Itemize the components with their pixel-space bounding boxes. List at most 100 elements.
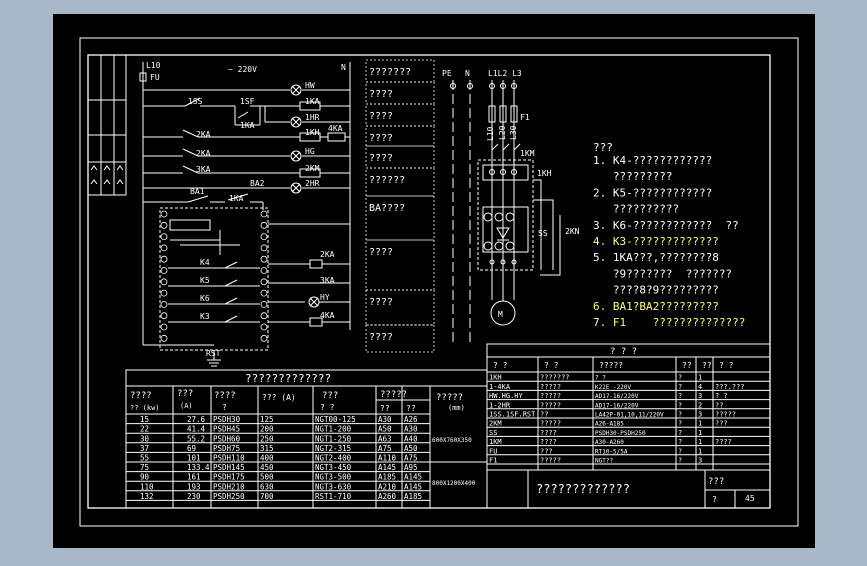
technical-notes: ???1. K4-???????????? ?????????2. K5-???… <box>593 141 745 329</box>
terminal-right-9 <box>260 312 268 320</box>
bill-of-materials-table: ? ? ?? ?? ??????????? ?1KH???????? ??11-… <box>486 343 771 471</box>
ss-terminal-top-2 <box>505 212 515 222</box>
bom-cell-1-4: 4 <box>698 383 702 391</box>
terminal-left-9 <box>160 312 168 320</box>
bom-cell-7-2: A30-A260 <box>595 439 624 446</box>
bom-cell-8-2: RT10-5/5A <box>595 448 628 455</box>
bom-cell-7-4: 1 <box>698 438 702 446</box>
terminal-right-6 <box>260 278 268 286</box>
spec-cell-5-0: 75 <box>140 463 149 472</box>
spec-border <box>125 369 488 509</box>
module-contact-0 <box>224 261 238 269</box>
spec-cell-8-3: 700 <box>260 492 274 501</box>
spec-cell-8-4: RST1-710 <box>315 492 352 501</box>
label-l10: L10 <box>486 126 495 141</box>
description-column: ?????????????????????????????BA?????????… <box>365 59 435 353</box>
terminal-right-2 <box>260 233 268 241</box>
spec-cell-3-4: NGT2-315 <box>315 444 351 453</box>
spec-h-current: ??? <box>177 389 193 399</box>
drawing-name: ????????????? <box>536 482 630 496</box>
bom-cell-9-2: NGT?? <box>595 458 613 465</box>
terminal-right-5 <box>260 267 268 274</box>
bom-cell-5-4: 1 <box>698 420 702 428</box>
note-line-3: ?????????? <box>593 203 679 216</box>
bom-cell-9-3: ? <box>678 457 682 465</box>
bom-cell-6-0: SS <box>489 429 497 437</box>
spec-cell-2-6: A40 <box>404 434 418 443</box>
bom-cell-3-3: ? <box>678 401 682 409</box>
bom-cell-0-2: ? ? <box>595 375 606 382</box>
bom-cell-8-1: ??? <box>540 447 553 455</box>
terminal-right-7 <box>260 289 268 297</box>
spec-cell-2-0: 30 <box>140 434 150 443</box>
module-coil-label-2: HY <box>320 293 330 302</box>
spec-cell-6-4: NGT3-500 <box>315 473 352 482</box>
spec-cell-2-5: A63 <box>378 434 392 443</box>
spec-cell-6-6: A145 <box>404 473 422 482</box>
notes-title: ??? <box>593 141 613 154</box>
ss-terminal-bottom-1 <box>494 241 504 251</box>
terminal-right-11 <box>260 334 268 342</box>
terminal-left-1 <box>160 221 168 229</box>
note-line-6: 5. 1KA???,????????8 <box>593 251 719 264</box>
label-n: N <box>341 63 346 72</box>
output-aux-label-3: 4KA <box>328 124 343 133</box>
bom-cell-7-0: 1KM <box>489 438 502 446</box>
power-terminal-top-1 <box>467 83 473 89</box>
ss-terminal-top-0 <box>483 212 493 222</box>
note-line-10: 7. F1 ?????????????? <box>593 316 745 329</box>
note-line-8: ????8?9????????? <box>593 284 719 297</box>
module-k-label-2: K6 <box>200 294 210 303</box>
spec-h-breaker-sub: ? ? <box>320 403 335 412</box>
bom-cell-1-1: ????? <box>540 383 561 391</box>
spec-cell-3-6: A50 <box>404 444 418 453</box>
bom-cell-2-2: AD17-16/220V <box>595 393 639 400</box>
revision-strip <box>87 54 127 196</box>
spec-cell-1-4: NGT1-200 <box>315 425 352 434</box>
terminal-right-4 <box>260 255 268 263</box>
bom-cell-3-2: AD17-16/220V <box>595 402 639 409</box>
spec-cell-6-1: 161 <box>187 473 201 482</box>
bom-cell-1-2: K22E -220V <box>595 384 632 391</box>
spec-cell-4-4: NGT2-400 <box>315 454 352 463</box>
spec-h-size-sub: (mm) <box>448 404 465 412</box>
description-text-7: ???? <box>369 247 393 258</box>
spec-cell-0-2: PSDH30 <box>213 415 241 424</box>
kh-contact-0 <box>489 169 495 175</box>
spec-cell-8-0: 132 <box>140 492 154 501</box>
spec-h-power-sub: ?? (kw) <box>130 404 160 412</box>
label-voltage: ~ 220V <box>228 65 257 74</box>
bom-cell-1-3: ? <box>678 383 682 391</box>
spec-cell-5-5: A145 <box>378 463 396 472</box>
terminal-right-0 <box>260 210 268 218</box>
power-terminal-bottom-0 <box>489 259 495 265</box>
output-label-6: 2HR <box>305 179 320 188</box>
spec-size-0: 600X760X350 <box>432 437 472 444</box>
bom-header-1: ? ? <box>544 361 559 370</box>
bom-cell-4-4: 3 <box>698 411 702 419</box>
spec-cell-3-5: A75 <box>378 444 392 453</box>
label-1ka-b: 1KA <box>229 194 244 203</box>
spec-cell-4-3: 400 <box>260 454 274 463</box>
label-1km: 1KM <box>520 149 535 158</box>
label-3ka: 3KA <box>196 165 211 174</box>
spec-cell-7-5: A210 <box>378 482 397 491</box>
description-text-0: ??????? <box>369 67 411 78</box>
terminal-left-11 <box>160 334 168 342</box>
label-rst: RST <box>206 349 221 358</box>
spec-cell-4-5: A110 <box>378 454 397 463</box>
spec-cell-1-6: A30 <box>404 425 418 434</box>
spec-cell-3-2: PSDH75 <box>213 444 240 453</box>
bom-cell-5-0: 2KM <box>489 420 502 428</box>
bom-header-0: ? ? <box>493 361 508 370</box>
bom-cell-2-0: HW.HG.HY <box>489 392 524 400</box>
module-coil-label-0: 2KA <box>320 250 335 259</box>
label-l20: L20 <box>498 125 507 140</box>
description-box-9 <box>365 324 435 353</box>
description-text-4: ???? <box>369 153 393 164</box>
spec-cell-0-6: A26 <box>404 415 418 424</box>
bom-cell-2-4: 3 <box>698 392 702 400</box>
spec-cell-5-6: A95 <box>404 463 418 472</box>
